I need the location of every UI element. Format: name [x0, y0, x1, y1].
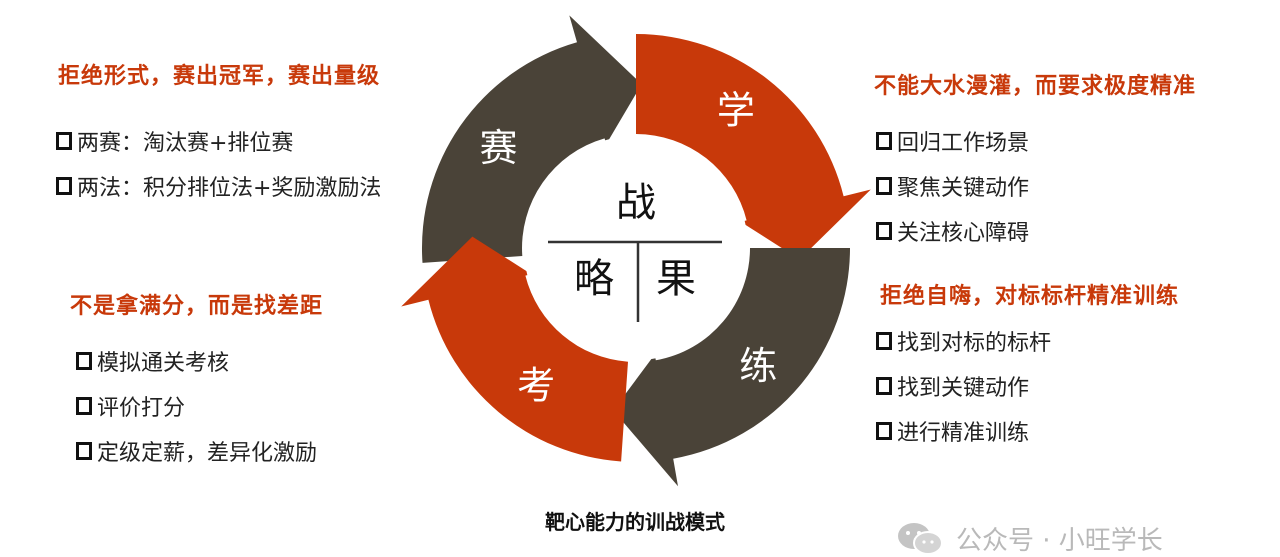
checkbox-icon [76, 351, 92, 370]
checkbox-icon [876, 176, 892, 195]
segment-sai [421, 15, 642, 263]
list-item-text: 定级定薪，差异化激励 [97, 440, 318, 466]
diagram-caption: 靶心能力的训战模式 [545, 510, 725, 534]
segment-label: 考 [517, 364, 555, 408]
checkbox-icon [76, 441, 92, 460]
center-label-bottom-right: 果 [656, 256, 696, 302]
list-item-text: 聚焦关键动作 [897, 175, 1030, 201]
segment-lian [613, 248, 850, 487]
list-item: 聚焦关键动作 [876, 163, 1029, 208]
list-item: 找到关键动作 [876, 363, 1051, 408]
center-label-bottom-left: 略 [574, 256, 614, 302]
center-label-top: 战 [616, 180, 656, 226]
list-item-text: 关注核心障碍 [897, 220, 1030, 246]
list-item: 两法：积分排位法+奖励激励法 [56, 163, 381, 208]
wechat-icon [898, 522, 943, 555]
segment-label: 赛 [479, 126, 517, 170]
center-circle [524, 136, 748, 360]
segment-label: 练 [739, 344, 777, 388]
list-top-right: 回归工作场景 聚焦关键动作 关注核心障碍 [876, 118, 1029, 253]
checkbox-icon [876, 376, 892, 395]
list-item-text: 进行精准训练 [897, 420, 1030, 446]
list-item: 定级定薪，差异化激励 [76, 428, 317, 473]
heading-bottom-left: 不是拿满分，而是找差距 [70, 294, 324, 319]
segment-kao [401, 236, 628, 462]
watermark-text: 公众号 · 小旺学长 [956, 526, 1163, 556]
checkbox-icon [56, 131, 72, 150]
list-item-text: 找到关键动作 [897, 375, 1030, 401]
segment-label: 学 [717, 89, 755, 133]
checkbox-icon [76, 396, 92, 415]
heading-top-left: 拒绝形式，赛出冠军，赛出量级 [58, 64, 381, 89]
list-item-text: 两法：积分排位法+奖励激励法 [77, 175, 382, 201]
list-item-text: 模拟通关考核 [97, 350, 230, 376]
list-bottom-left: 模拟通关考核 评价打分 定级定薪，差异化激励 [76, 338, 317, 473]
training-cycle-diagram: 赛 学练 考 战 略 果 [401, 15, 871, 487]
list-item-text: 评价打分 [97, 395, 186, 421]
list-item: 模拟通关考核 [76, 338, 317, 383]
list-bottom-right: 找到对标的标杆 找到关键动作 进行精准训练 [876, 318, 1051, 453]
checkbox-icon [876, 421, 892, 440]
segment-xue [636, 34, 871, 260]
watermark: 公众号 · 小旺学长 [896, 520, 1163, 557]
list-item-text: 回归工作场景 [897, 130, 1030, 156]
list-item-text: 两赛：淘汰赛+排位赛 [77, 130, 294, 156]
list-item: 回归工作场景 [876, 118, 1029, 163]
list-item: 关注核心障碍 [876, 208, 1029, 253]
list-item: 两赛：淘汰赛+排位赛 [56, 118, 381, 163]
list-top-left: 两赛：淘汰赛+排位赛 两法：积分排位法+奖励激励法 [56, 118, 381, 208]
checkbox-icon [876, 221, 892, 240]
list-item: 评价打分 [76, 383, 317, 428]
heading-bottom-right: 拒绝自嗨，对标标杆精准训练 [880, 284, 1180, 309]
list-item: 找到对标的标杆 [876, 318, 1051, 363]
list-item: 进行精准训练 [876, 408, 1051, 453]
list-item-text: 找到对标的标杆 [897, 330, 1052, 356]
checkbox-icon [876, 131, 892, 150]
heading-top-right: 不能大水漫灌，而要求极度精准 [874, 74, 1197, 99]
checkbox-icon [876, 331, 892, 350]
checkbox-icon [56, 176, 72, 195]
